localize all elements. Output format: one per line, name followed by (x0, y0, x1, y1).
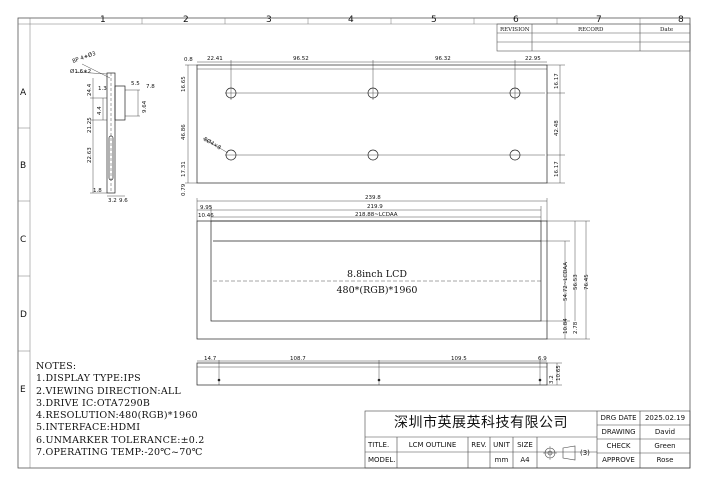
grid-row-e: E (20, 385, 26, 395)
note-item: 6.UNMARKER TOLERANCE:±0.2 (36, 434, 205, 446)
bottom-view (196, 360, 562, 386)
grid-col-1: 1 (100, 15, 106, 25)
rev-label: REV. (471, 441, 487, 449)
note-item: 7.OPERATING TEMP:-20℃~70℃ (36, 447, 203, 459)
dim-side-hole: 8P 4∗Ø3 (71, 50, 97, 65)
dim-bottom-1087: 108.7 (290, 356, 306, 362)
approve-value: Rose (656, 456, 674, 464)
dim-front-2199: 219.9 (367, 204, 383, 210)
revision-table (496, 23, 691, 52)
check-label: CHECK (606, 442, 631, 450)
dim-top-1665: 16.65 (181, 76, 187, 92)
dim-side-964: 9.64 (142, 100, 148, 113)
notes-block: NOTES: 1.DISPLAY TYPE:IPS 2.VIEWING DIRE… (36, 361, 205, 459)
grid-col-2: 2 (183, 15, 189, 25)
grid-col-5: 5 (431, 15, 437, 25)
revision-header: REVISION (500, 27, 530, 33)
note-item: 3.DRIVE IC:OTA7290B (36, 397, 151, 409)
unit-label: UNIT (493, 441, 510, 449)
dim-bottom-1095: 109.5 (451, 356, 467, 362)
projection-label: (3) (580, 449, 590, 457)
dim-side-d16: Ø1.6∗2 (70, 68, 91, 75)
dim-top-08: 0.8 (184, 57, 193, 63)
dim-front-2398: 239.8 (365, 195, 381, 201)
title-block (364, 410, 691, 469)
grid-row-d: D (20, 310, 27, 320)
note-item: 4.RESOLUTION:480(RGB)*1960 (36, 410, 198, 422)
dim-top-1617a: 16.17 (554, 73, 560, 89)
lcd-resolution: 480*(RGB)*1960 (337, 285, 418, 296)
dim-side-78: 7.8 (146, 84, 155, 90)
dim-front-7645: 76.45 (584, 274, 590, 290)
size-value: A4 (520, 456, 530, 464)
front-view (196, 198, 590, 340)
dim-side-244: 24.4 (87, 83, 93, 96)
grid-row-a: A (20, 88, 27, 98)
check-value: Green (654, 442, 676, 450)
dim-top-2241: 22.41 (207, 56, 223, 62)
grid-row-c: C (20, 235, 26, 245)
dim-front-5653: 56.53 (573, 274, 579, 290)
unit-value: mm (494, 456, 509, 464)
approve-label: APPROVE (602, 456, 635, 464)
dim-side-44: 4.4 (97, 106, 103, 115)
size-label: SIZE (517, 441, 533, 449)
grid-col-4: 4 (348, 15, 354, 25)
lcd-title: 8.8inch LCD (347, 269, 407, 280)
grid-col-6: 6 (513, 15, 519, 25)
dim-bottom-1065: 10.65 (556, 365, 562, 381)
grid-row-b: B (20, 161, 26, 171)
model-label: MODEL. (368, 456, 396, 464)
dim-front-5472: 54.72~LCDAA (563, 262, 569, 301)
dim-top-hole: 8Ø4×8 (202, 136, 223, 152)
drg-date-label: DRG DATE (600, 414, 637, 422)
top-view (185, 60, 565, 184)
drawing-label: DRAWING (601, 428, 636, 436)
side-view (75, 63, 140, 197)
dim-front-995: 9.95 (200, 205, 213, 211)
dim-top-1731: 17.31 (181, 161, 187, 177)
dim-front-21888: 218.88~LCDAA (355, 212, 398, 218)
drawing-value: David (654, 428, 676, 436)
grid-col-7: 7 (596, 15, 602, 25)
dim-front-278: 2.78 (573, 321, 579, 334)
dim-bottom-147: 14.7 (204, 356, 217, 362)
title-label: TITLE. (368, 441, 390, 449)
dim-top-4686: 46.86 (181, 124, 187, 140)
dim-top-1617b: 16.17 (554, 161, 560, 177)
dim-side-2263: 22.63 (87, 147, 93, 163)
dim-top-4248: 42.48 (554, 120, 560, 136)
drg-date-value: 2025.02.19 (644, 414, 686, 422)
grid-col-3: 3 (266, 15, 272, 25)
dim-front-1084: 10.84 (563, 318, 569, 334)
dim-bottom-69: 6.9 (538, 356, 547, 362)
dim-top-2295: 22.95 (525, 56, 541, 62)
company-name: 深圳市英展英科技有限公司 (394, 415, 568, 431)
dim-side-32: 3.2 (108, 198, 117, 204)
dim-side-96: 9.6 (119, 198, 128, 204)
title-value: LCM OUTLINE (408, 441, 457, 449)
dim-top-9632: 96.32 (435, 56, 451, 62)
note-item: 2.VIEWING DIRECTION:ALL (36, 385, 181, 397)
note-item: 5.INTERFACE:HDMI (36, 422, 141, 434)
dim-bottom-32: 3.2 (549, 375, 555, 384)
dim-top-079: 0.79 (181, 183, 187, 196)
date-header: Date (660, 27, 673, 33)
note-item: 1.DISPLAY TYPE:IPS (36, 373, 141, 385)
dim-top-9652: 96.52 (293, 56, 309, 62)
grid-col-8: 8 (678, 15, 684, 25)
dim-side-13: 1.3 (98, 86, 107, 92)
dim-front-1046: 10.46 (198, 213, 214, 219)
dim-side-2125: 21.25 (87, 117, 93, 133)
dim-side-18: 1.8 (93, 188, 102, 194)
notes-heading: NOTES: (36, 361, 77, 372)
dim-side-55: 5.5 (131, 81, 140, 87)
record-header: RECORD (578, 27, 604, 33)
drawing-frame (17, 17, 691, 469)
